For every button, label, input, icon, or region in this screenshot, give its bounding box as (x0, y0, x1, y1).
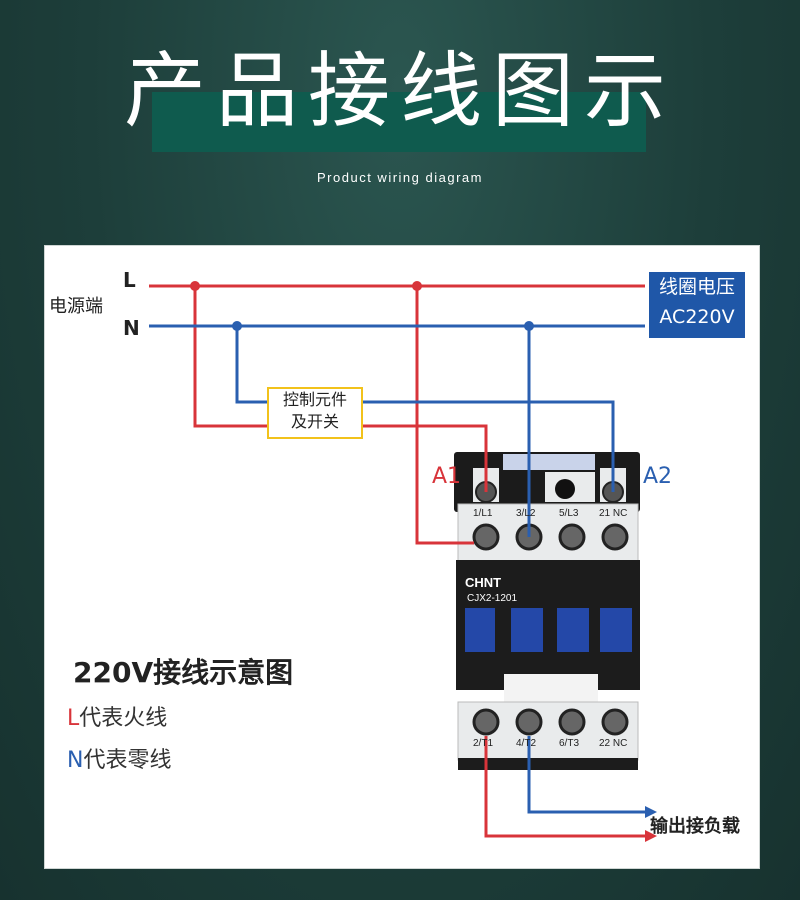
coil-voltage-line2: AC220V (659, 306, 735, 328)
terminal-label-4-t2: 4/T2 (516, 738, 537, 749)
title-band (152, 92, 646, 152)
page-subtitle: Product wiring diagram (317, 170, 483, 185)
page-title: 产品接线图示 (123, 44, 676, 139)
wiring-diagram-panel: 电源端 L N 线圈电压 AC220V 控制元件 及开关 A1 A2 CHNT … (45, 246, 759, 868)
live-line-label: L (123, 268, 136, 292)
live-wires (149, 284, 645, 838)
control-to-a1-wire (359, 424, 488, 492)
contactor-blue-window-1 (465, 608, 495, 652)
live-output-arrow (645, 830, 657, 842)
legend-title: 220V接线示意图 (73, 656, 294, 689)
live-to-control-wire (193, 286, 267, 428)
terminal-label-2-t1: 2/T1 (473, 738, 494, 749)
neutral-junction-1 (232, 321, 242, 331)
screw-21-nc (601, 523, 629, 551)
neutral-wires (149, 324, 645, 814)
screw-1-l1 (472, 523, 500, 551)
contactor-blue-window-2 (511, 608, 543, 652)
screw-5-l3 (558, 523, 586, 551)
terminal-label-21-nc: 21 NC (599, 508, 628, 519)
terminal-label-6-t3: 6/T3 (559, 738, 580, 749)
contactor-blue-window-4 (600, 608, 632, 652)
contactor-base (458, 758, 638, 770)
live-junction-2 (412, 281, 422, 291)
legend-neutral-text: 代表零线 (83, 748, 172, 773)
legend-live-key: L (67, 706, 80, 731)
t2-output-wire (527, 736, 645, 814)
terminal-label-22-nc: 22 NC (599, 738, 628, 749)
legend-neutral-key: N (67, 748, 84, 773)
coil-voltage-line1: 线圈电压 (658, 276, 735, 298)
t1-output-wire (484, 736, 645, 838)
neutral-junction-2 (524, 321, 534, 331)
control-element-line2: 及开关 (290, 412, 339, 431)
control-element-box: 控制元件 及开关 (267, 387, 363, 439)
wiring-diagram-svg (149, 281, 657, 842)
screw-2-t1 (472, 708, 500, 736)
contactor-brand: CHNT (465, 575, 502, 590)
power-source-label: 电源端 (49, 296, 103, 317)
terminal-screws (472, 481, 629, 736)
coil-voltage-box: 线圈电压 AC220V (649, 272, 745, 338)
neutral-output-arrow (645, 806, 657, 818)
legend-live: L代表火线 (67, 700, 167, 732)
live-junction-1 (190, 281, 200, 291)
coil-terminal-a1-label: A1 (432, 464, 462, 489)
screw-4-t2 (515, 708, 543, 736)
screw-22-nc (601, 708, 629, 736)
contactor-model: CJX2-1201 (467, 593, 518, 604)
neutral-line-label: N (123, 316, 140, 340)
legend-live-text: 代表火线 (79, 706, 168, 731)
control-to-a2-wire (359, 400, 615, 492)
contactor-top-cover (503, 454, 595, 470)
contactor-blue-window-3 (557, 608, 589, 652)
terminal-label-1-l1: 1/L1 (473, 508, 493, 519)
neutral-to-control-wire (235, 326, 267, 404)
screw-6-t3 (558, 708, 586, 736)
live-to-l1-wire (415, 286, 474, 545)
control-element-line1: 控制元件 (282, 390, 347, 409)
terminal-label-5-l3: 5/L3 (559, 508, 579, 519)
coil-terminal-a2-label: A2 (643, 464, 673, 489)
legend-neutral: N代表零线 (67, 742, 171, 774)
terminal-label-3-l2: 3/L2 (516, 508, 536, 519)
output-load-label: 输出接负载 (650, 816, 740, 837)
aux-hole (555, 479, 575, 499)
